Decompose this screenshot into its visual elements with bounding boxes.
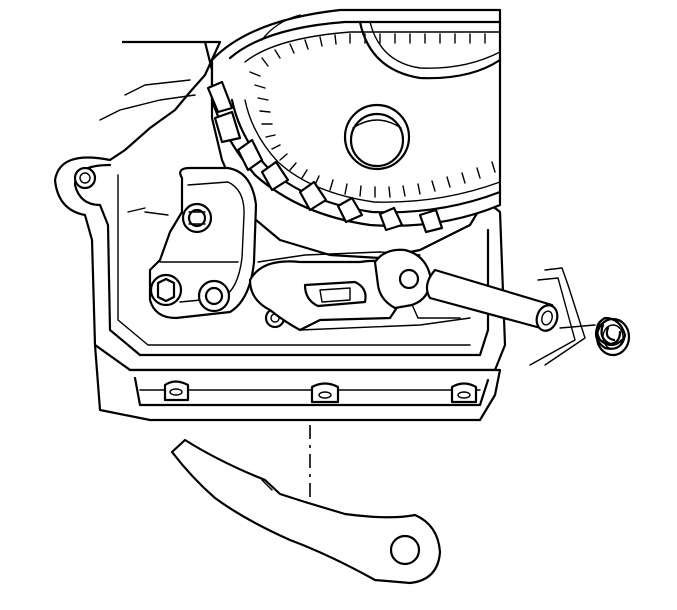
return-spring bbox=[559, 316, 631, 357]
bracket-bolt-lower-left bbox=[149, 273, 183, 307]
flange-bolt-left bbox=[163, 380, 190, 402]
gear-teeth bbox=[249, 33, 496, 198]
lever-pivot-hole bbox=[389, 534, 421, 566]
oil-pump-cover bbox=[343, 103, 411, 171]
flange-bolt-right bbox=[450, 382, 478, 404]
bracket-bolt-upper bbox=[181, 202, 213, 234]
pin-tool bbox=[373, 248, 559, 332]
bracket-bolts bbox=[149, 202, 231, 313]
bracket-bolt-lower-right bbox=[197, 279, 231, 313]
removed-lever bbox=[170, 438, 442, 585]
mounting-hole bbox=[73, 166, 97, 190]
flange-bolt-center bbox=[310, 382, 340, 404]
reference-arrow bbox=[529, 267, 586, 366]
